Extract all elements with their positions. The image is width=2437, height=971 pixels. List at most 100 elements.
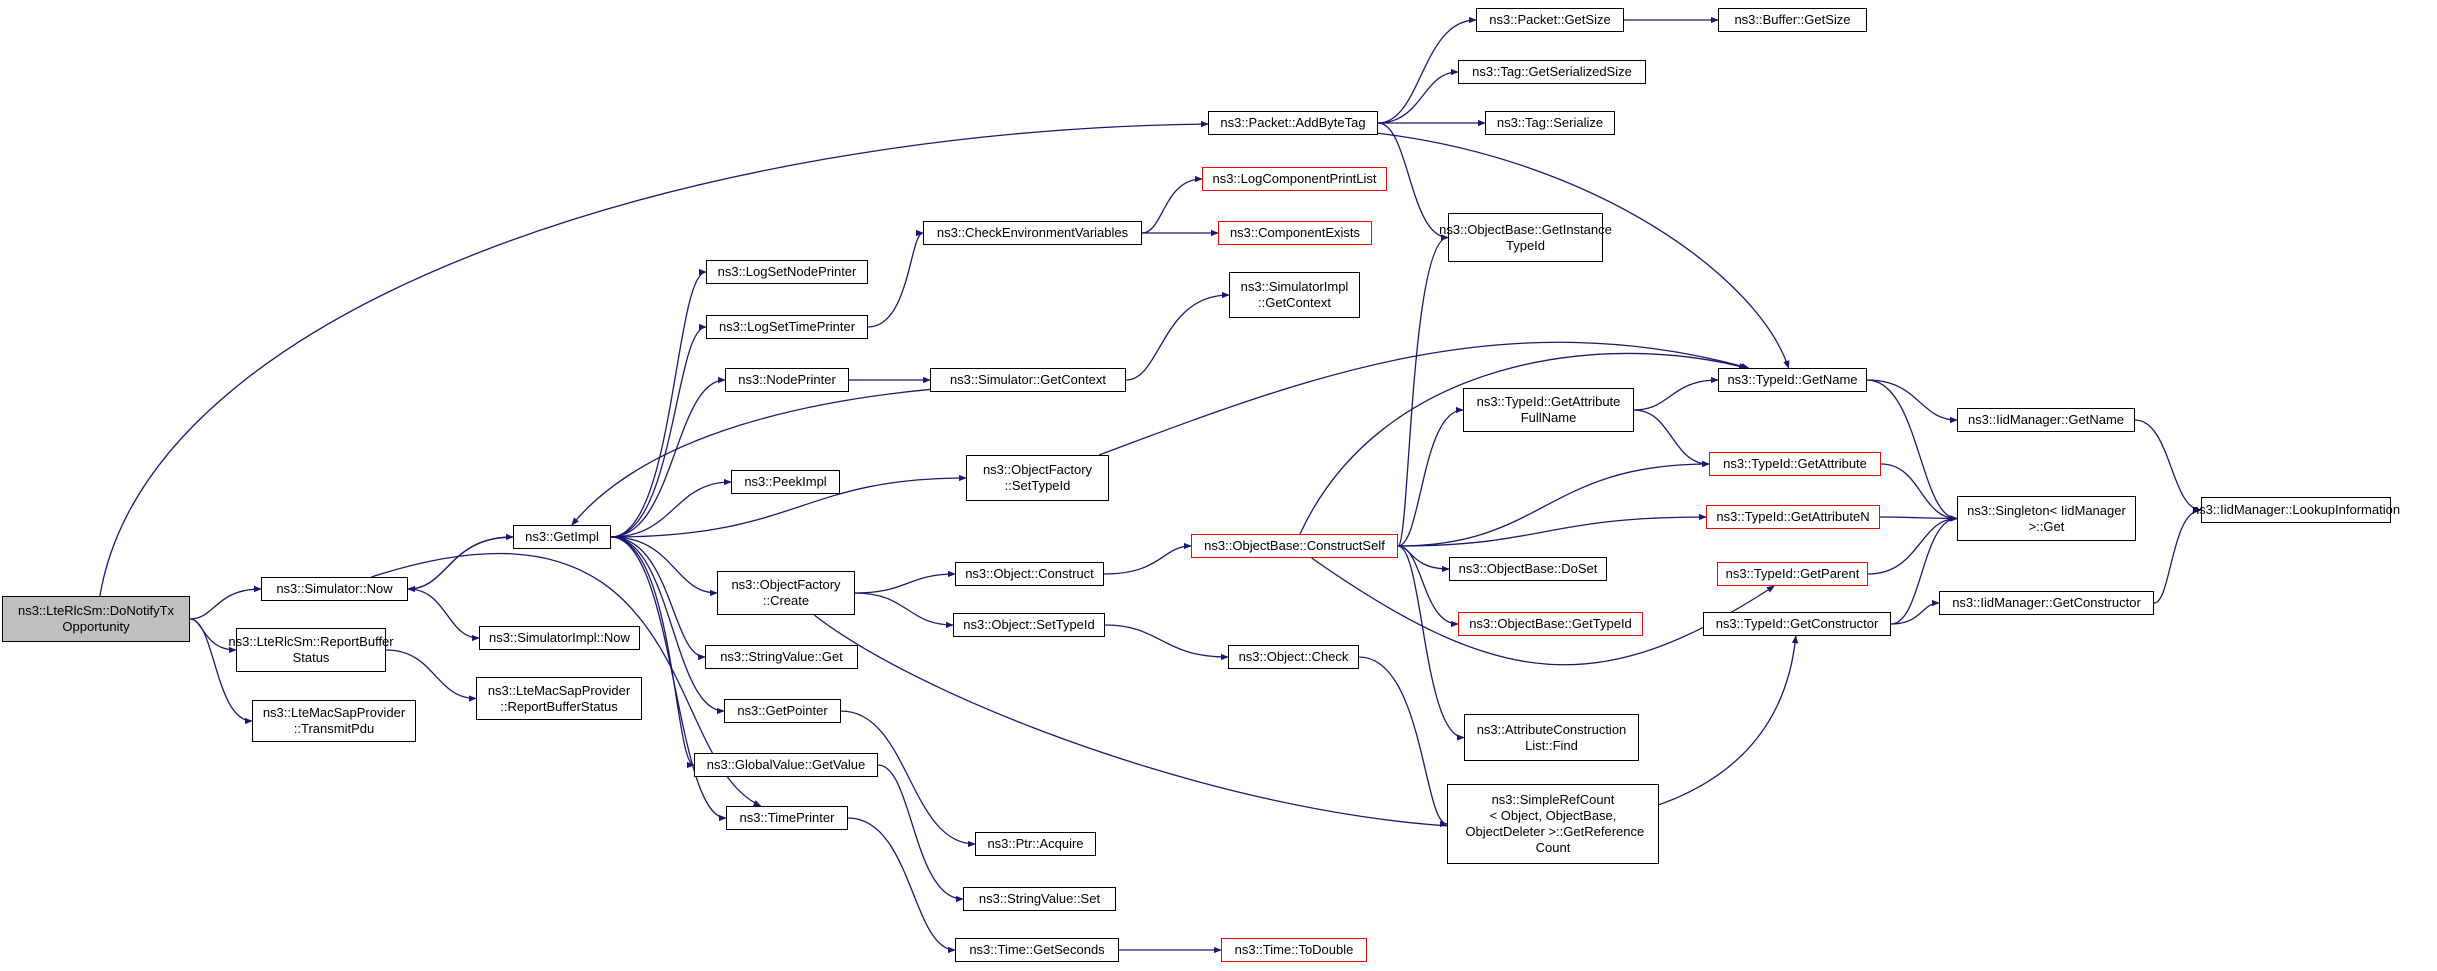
function-node-tidgetattr[interactable]: ns3::TypeId::GetAttribute [1709,452,1881,476]
function-node-construct[interactable]: ns3::ObjectBase::ConstructSelf [1191,534,1398,558]
function-node-checkenv[interactable]: ns3::CheckEnvironmentVariables [923,221,1142,245]
function-node-compexists[interactable]: ns3::ComponentExists [1218,221,1372,245]
function-node-tidgetattrfull[interactable]: ns3::TypeId::GetAttribute FullName [1463,388,1634,432]
call-edge-getimpl-to-logtime [610,323,707,538]
call-edge-simnow-to-simimplnow [407,588,480,642]
call-edge-gvget-to-svset [877,764,964,903]
function-node-obgetinst[interactable]: ns3::ObjectBase::GetInstance TypeId [1439,213,1612,262]
call-edge-ofcreate-to-objconstruct [854,570,956,594]
call-edge-construct-to-obgetinst [1397,234,1449,547]
call-edge-construct-to-tidgetattr [1397,460,1710,547]
call-edge-addbytetag-to-typeidname [1377,132,1790,369]
function-node-objconstruct[interactable]: ns3::Object::Construct [955,562,1104,586]
function-node-logcpl[interactable]: ns3::LogComponentPrintList [1202,167,1387,191]
call-edge-tidgetattrn-to-singleton [1879,515,1958,522]
call-edge-construct-to-typeidname [1299,352,1748,535]
call-edge-checkenv-to-logcpl [1141,175,1203,234]
function-node-attrfind[interactable]: ns3::AttributeConstruction List::Find [1464,714,1639,761]
function-node-tagserialize[interactable]: ns3::Tag::Serialize [1485,111,1615,135]
function-node-getimpl[interactable]: ns3::GetImpl [513,525,611,549]
function-node-peekimpl[interactable]: ns3::PeekImpl [731,470,840,494]
call-edge-construct-to-tidgetattrn [1397,513,1707,547]
function-node-iidgetname[interactable]: ns3::IidManager::GetName [1957,408,2135,432]
function-node-root: ns3::LteRlcSm::DoNotifyTx Opportunity [2,596,190,642]
function-node-tagser[interactable]: ns3::Tag::GetSerializedSize [1458,60,1646,84]
call-edge-getimpl-to-ofcreate [610,536,718,597]
function-node-ptracq[interactable]: ns3::Ptr::Acquire [975,832,1096,856]
call-edge-getimpl-to-peekimpl [610,478,732,538]
call-edge-ofsettid-to-typeidname [1098,341,1750,456]
call-edge-root-to-addbytetag [99,120,1209,597]
call-edge-getpointer-to-ptracq [840,710,976,848]
function-node-bgetsize[interactable]: ns3::Buffer::GetSize [1718,8,1867,32]
call-edge-tidgetctor-to-singleton [1890,515,1958,625]
call-edge-getimpl-to-nodeprinter [610,376,726,538]
call-edge-tidgetattrfull-to-typeidname [1633,376,1719,411]
call-edge-addbytetag-to-obgetinst [1377,122,1449,241]
function-node-todouble[interactable]: ns3::Time::ToDouble [1221,938,1367,962]
function-node-srcount[interactable]: ns3::SimpleRefCount < Object, ObjectBase… [1447,784,1659,864]
call-edge-construct-to-obgettid [1397,545,1459,628]
call-edge-objconstruct-to-construct [1103,542,1192,575]
function-node-timeseconds[interactable]: ns3::Time::GetSeconds [955,938,1119,962]
function-node-rbs[interactable]: ns3::LteRlcSm::ReportBuffer Status [228,628,394,672]
call-edge-getimpl-to-simnow [407,536,514,593]
function-node-tpdu[interactable]: ns3::LteMacSapProvider ::TransmitPdu [252,700,416,742]
function-node-ofsettid[interactable]: ns3::ObjectFactory ::SetTypeId [966,455,1109,501]
call-edge-simctx-to-getimpl [571,388,931,526]
function-node-pgetsize[interactable]: ns3::Packet::GetSize [1476,8,1624,32]
function-node-macrbs[interactable]: ns3::LteMacSapProvider ::ReportBufferSta… [476,677,642,720]
function-node-getpointer[interactable]: ns3::GetPointer [724,699,841,723]
call-edge-tidparent-to-singleton [1867,515,1958,575]
function-node-ofcreate[interactable]: ns3::ObjectFactory ::Create [717,571,855,615]
function-node-tidgetctor[interactable]: ns3::TypeId::GetConstructor [1703,612,1891,636]
call-edge-objsettid-to-objcheck [1104,624,1229,661]
function-node-simnow[interactable]: ns3::Simulator::Now [261,577,408,601]
call-edge-iidgetname-to-iidlookup [2134,419,2202,514]
call-edge-iidgetctor-to-iidlookup [2153,506,2202,604]
call-edge-ofcreate-to-tidgetctor [813,614,1799,829]
call-edge-getimpl-to-getpointer [610,536,725,715]
function-node-simimplctx[interactable]: ns3::SimulatorImpl ::GetContext [1229,272,1360,318]
call-edge-simctx-to-simimplctx [1125,291,1230,381]
function-node-svget[interactable]: ns3::StringValue::Get [705,645,858,669]
call-edge-root-to-tpdu [189,618,253,725]
call-edge-getimpl-to-timeprinter [610,536,727,822]
call-edge-addbytetag-to-tagser [1377,68,1459,124]
function-node-tidgetattrn[interactable]: ns3::TypeId::GetAttributeN [1706,505,1880,529]
function-node-iidlookup[interactable]: ns3::IidManager::LookupInformation [2192,497,2400,523]
call-edge-root-to-simnow [189,585,262,620]
function-node-timeprinter[interactable]: ns3::TimePrinter [726,806,848,830]
function-node-obgettid[interactable]: ns3::ObjectBase::GetTypeId [1458,612,1643,636]
function-node-nodeprinter[interactable]: ns3::NodePrinter [725,368,849,392]
function-node-objcheck[interactable]: ns3::Object::Check [1228,645,1359,669]
function-node-logtime[interactable]: ns3::LogSetTimePrinter [706,315,868,339]
call-edge-construct-to-attrfind [1397,545,1465,741]
function-node-addbytetag[interactable]: ns3::Packet::AddByteTag [1208,111,1378,135]
call-edge-tidgetattrfull-to-tidgetattr [1633,409,1710,468]
function-node-simctx[interactable]: ns3::Simulator::GetContext [930,368,1126,392]
call-edge-rbs-to-macrbs [385,649,477,702]
function-node-tidparent[interactable]: ns3::TypeId::GetParent [1717,562,1868,586]
call-edge-ofcreate-to-objsettid [854,592,954,629]
function-node-typeidname[interactable]: ns3::TypeId::GetName [1718,368,1867,392]
call-edge-getimpl-to-ofsettid [610,474,967,538]
call-edge-objcheck-to-srcount [1358,656,1448,828]
function-node-simimplnow[interactable]: ns3::SimulatorImpl::Now [479,626,640,650]
function-node-gvget[interactable]: ns3::GlobalValue::GetValue [694,753,878,777]
function-node-objsettid[interactable]: ns3::Object::SetTypeId [953,613,1105,637]
call-edge-construct-to-tidgetattrfull [1397,406,1464,547]
call-edge-tidgetattr-to-singleton [1880,463,1958,522]
function-node-iidgetctor[interactable]: ns3::IidManager::GetConstructor [1939,591,2154,615]
function-node-dosetob[interactable]: ns3::ObjectBase::DoSet [1449,557,1607,581]
function-node-singleton[interactable]: ns3::Singleton< IidManager >::Get [1957,496,2136,541]
call-edge-getimpl-to-gvget [610,536,695,769]
function-node-lognode[interactable]: ns3::LogSetNodePrinter [706,260,868,284]
call-edge-typeidname-to-singleton [1866,379,1958,522]
call-edge-typeidname-to-iidgetname [1866,379,1958,424]
function-node-svset[interactable]: ns3::StringValue::Set [963,887,1116,911]
call-edge-getimpl-to-svget [610,536,706,661]
call-edge-addbytetag-to-pgetsize [1377,16,1477,124]
